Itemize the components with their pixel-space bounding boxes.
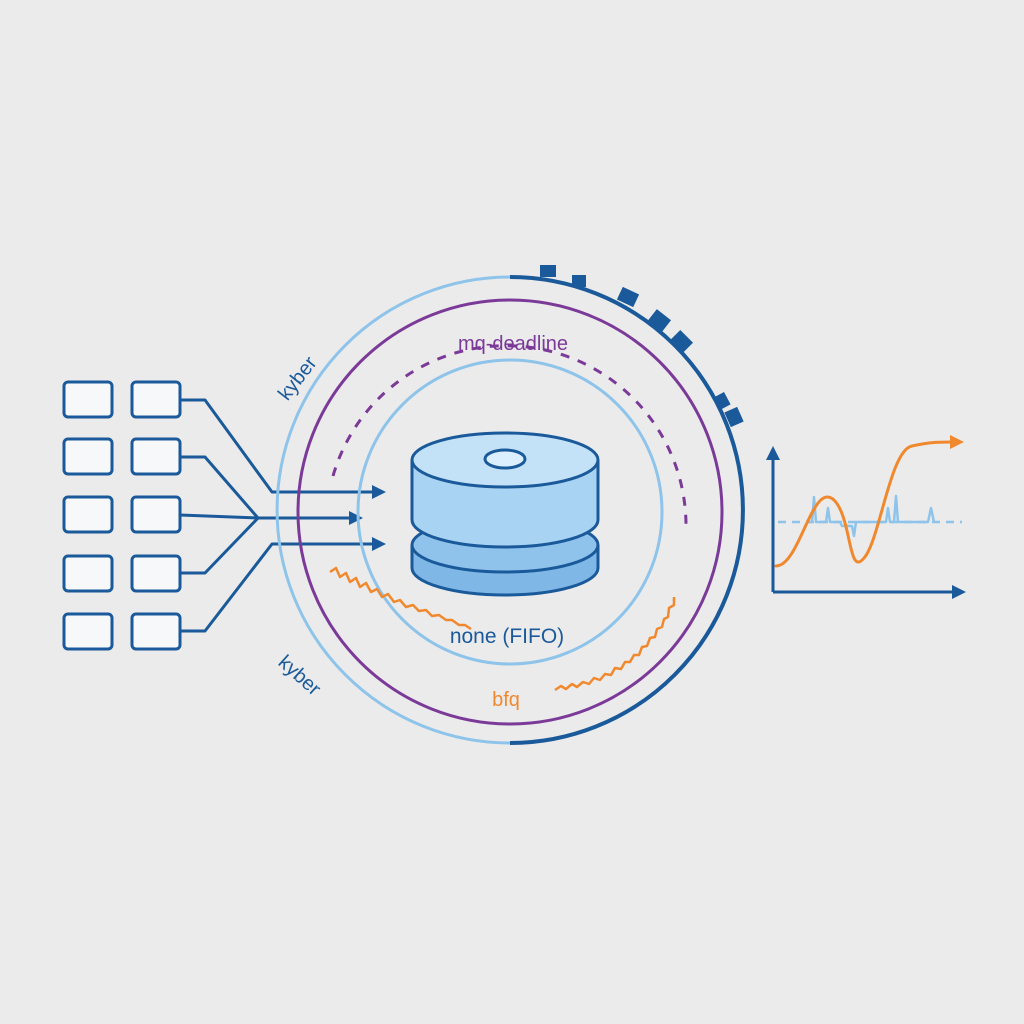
graph-axes xyxy=(771,456,958,594)
orange-trend-line xyxy=(774,440,957,568)
queue-box xyxy=(130,554,182,593)
bfq-wave-left xyxy=(329,566,472,631)
bfq-label: bfq xyxy=(492,689,520,711)
kyber-ring xyxy=(275,275,511,745)
inner-light-ring xyxy=(356,358,664,666)
mq-deadline-dashed-arc xyxy=(331,344,688,525)
queue-box xyxy=(130,612,182,651)
kyber-label-bottom: kyber xyxy=(274,651,325,700)
request-queue-boxes xyxy=(62,380,182,651)
x-axis-arrow xyxy=(952,585,966,599)
latency-graph-icon xyxy=(766,435,966,599)
mq-deadline-ring xyxy=(296,298,724,726)
outer-dark-ring xyxy=(509,275,745,745)
kyber-label-top: kyber xyxy=(274,352,322,404)
queue-box xyxy=(130,380,182,419)
arrow-heads xyxy=(349,485,386,551)
queue-box xyxy=(130,437,182,476)
queue-box xyxy=(62,495,114,534)
disk-stack-icon xyxy=(410,431,600,597)
request-connectors xyxy=(178,398,380,633)
orange-arrow-head xyxy=(950,435,964,449)
none-fifo-label: none (FIFO) xyxy=(450,625,564,648)
queue-box xyxy=(62,612,114,651)
spike-series xyxy=(808,494,936,538)
y-axis-arrow xyxy=(766,446,780,460)
bfq-wave-right xyxy=(554,597,676,692)
queue-box xyxy=(62,380,114,419)
ring-notches xyxy=(540,265,744,428)
queue-box xyxy=(130,495,182,534)
queue-box xyxy=(62,437,114,476)
mq-deadline-label: mq-deadline xyxy=(458,333,568,355)
queue-box xyxy=(62,554,114,593)
